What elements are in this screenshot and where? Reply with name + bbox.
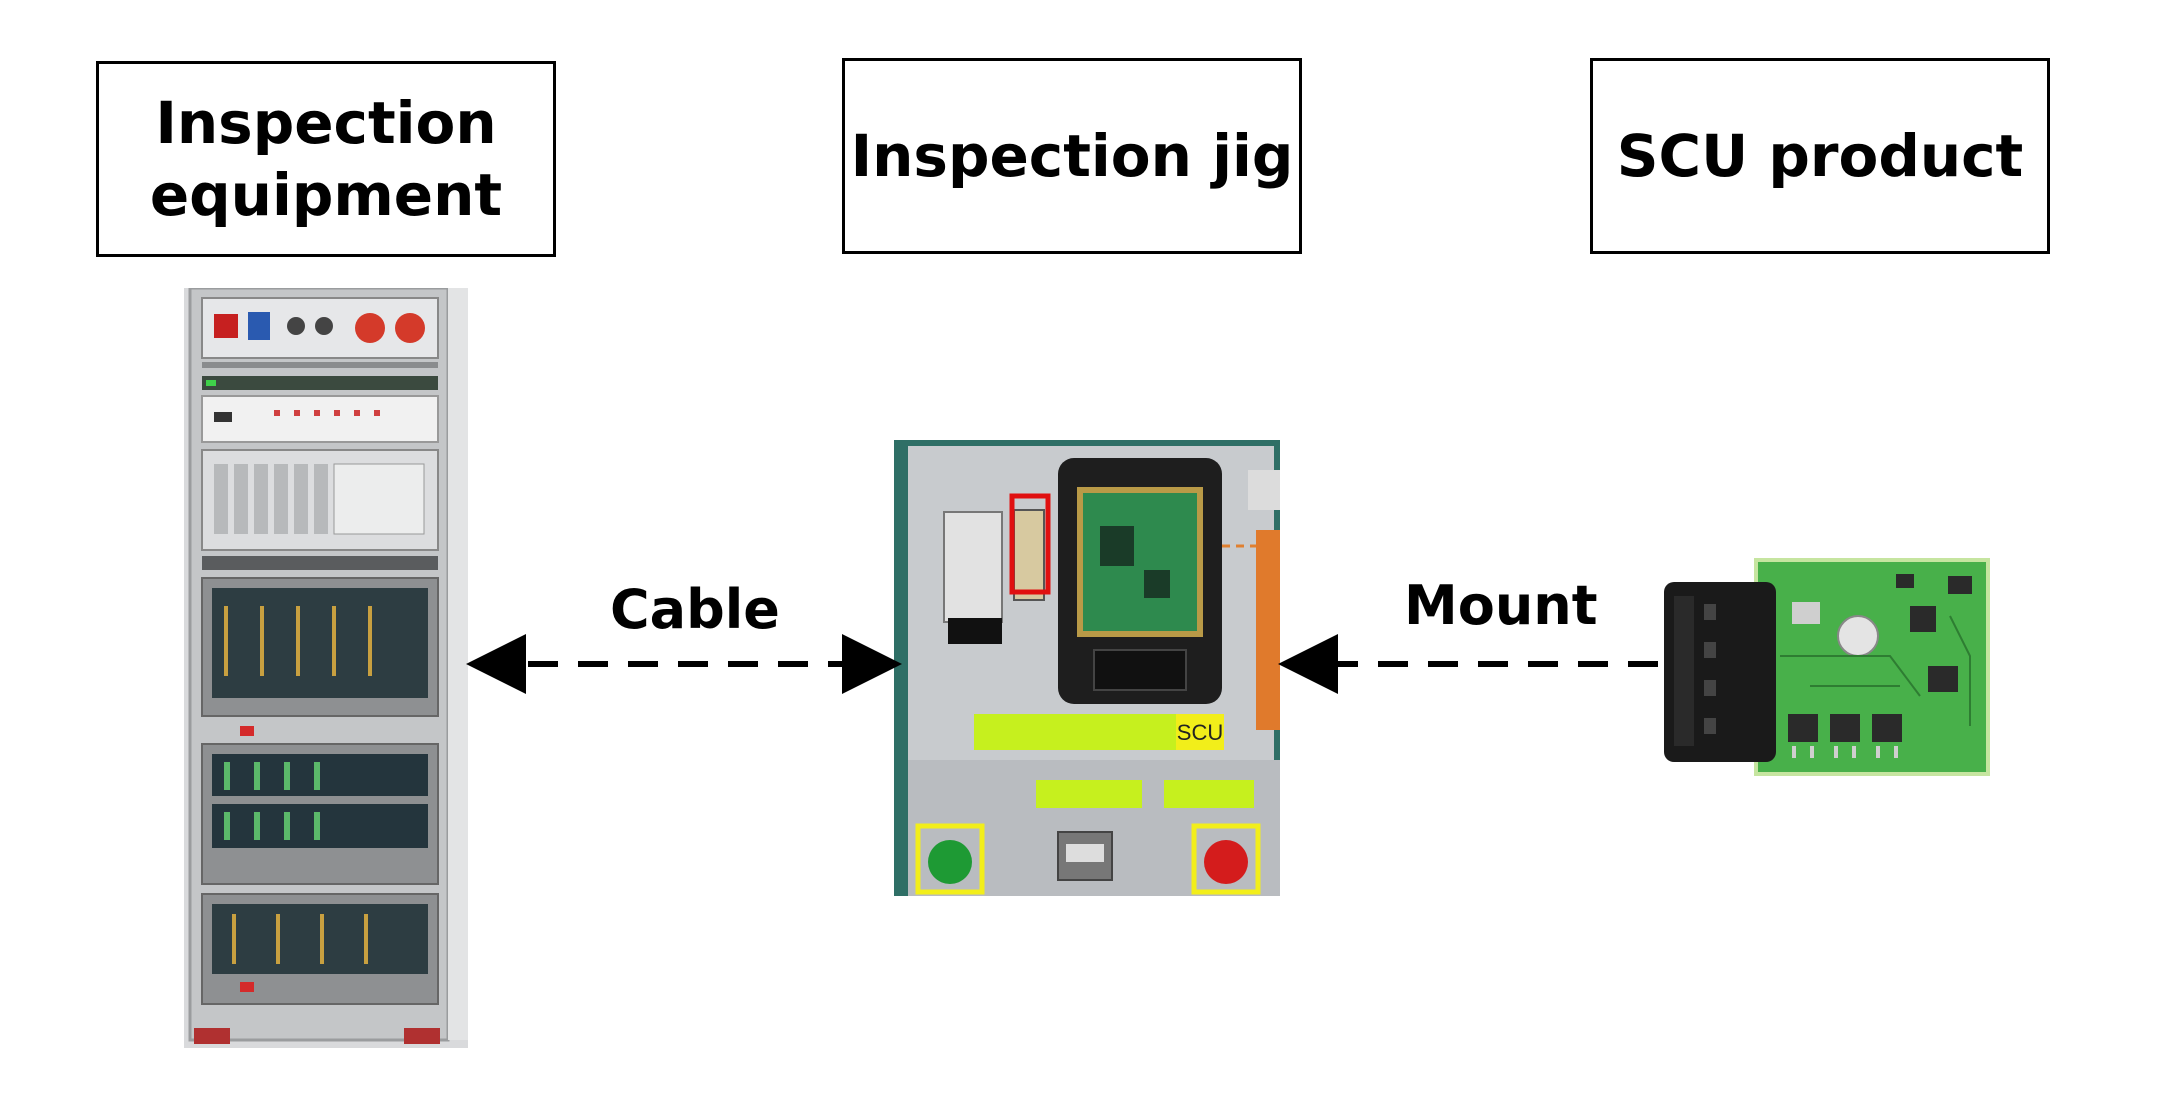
mount-label: Mount [1404, 574, 1598, 637]
inspection-jig-illustration: SCU [894, 440, 1280, 896]
cable-label: Cable [610, 578, 780, 641]
jig-title: Inspection jig [850, 121, 1294, 190]
scu-product-illustration [1660, 556, 1992, 778]
equipment-title: Inspection equipment [149, 88, 503, 230]
equipment-title-box: Inspection equipment [96, 61, 556, 257]
inspection-jig-image: SCU [894, 440, 1280, 896]
equipment-rack-image [184, 288, 468, 1048]
product-title-box: SCU product [1590, 58, 2050, 254]
jig-scu-sticker-text: SCU [1177, 720, 1223, 745]
equipment-rack-illustration [184, 288, 468, 1048]
scu-product-image [1660, 556, 1992, 778]
product-title: SCU product [1616, 121, 2024, 190]
jig-title-box: Inspection jig [842, 58, 1302, 254]
